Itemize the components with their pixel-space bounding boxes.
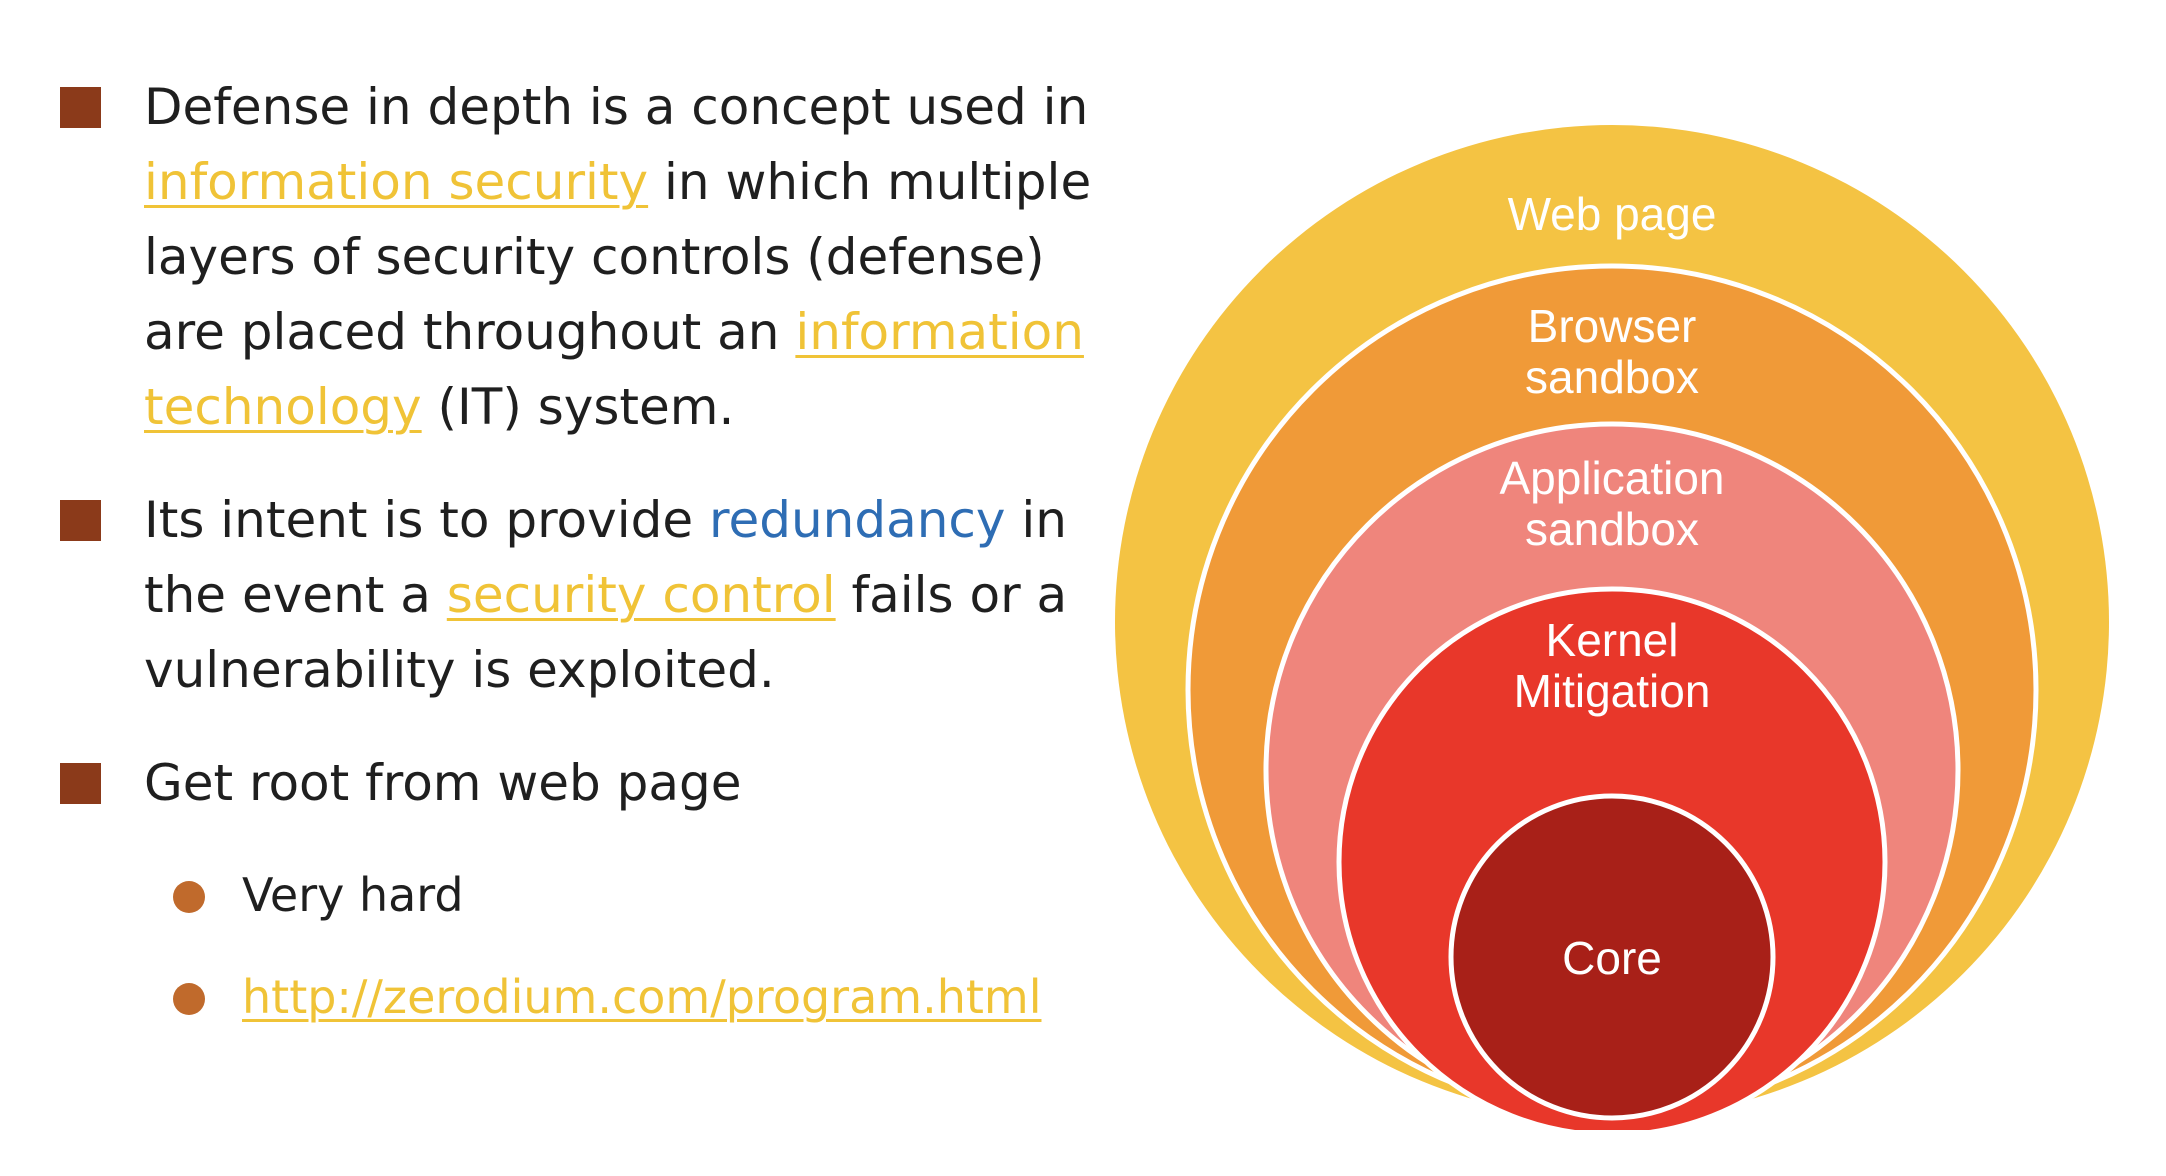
layer-label-browser-sandbox: sandbox	[1525, 351, 1699, 403]
redundancy-term: redundancy	[709, 491, 1006, 549]
bullet-defense-in-depth: Defense in depth is a concept used in in…	[60, 70, 1100, 445]
layer-label-browser-sandbox: Browser	[1528, 300, 1697, 352]
sub-bullet-text: Very hard	[242, 868, 464, 922]
layer-label-core: Core	[1562, 932, 1662, 984]
bullet-square-icon	[60, 763, 101, 804]
bullet-text: Its intent is to provide	[144, 491, 710, 549]
bullet-text: Defense in depth is a concept used in	[144, 78, 1089, 136]
layer-label-kernel-mitigation: Mitigation	[1514, 665, 1711, 717]
bullet-intent: Its intent is to provide redundancy in t…	[60, 483, 1100, 708]
bullet-get-root: Get root from web page	[60, 746, 1100, 821]
layer-label-web-page: Web page	[1508, 188, 1717, 240]
bullet-text: in which multiple layers of security con…	[144, 153, 1092, 361]
layer-label-kernel-mitigation: Kernel	[1546, 614, 1679, 666]
bullet-text: in the event a	[144, 491, 1067, 624]
layer-label-application-sandbox: Application	[1499, 452, 1724, 504]
bullet-square-icon	[60, 500, 101, 541]
layer-ring-core	[1448, 793, 1776, 1121]
information-security-link[interactable]: information security	[144, 153, 649, 211]
zerodium-link[interactable]: http://zerodium.com/program.html	[242, 970, 1042, 1024]
concentric-rings: Web pageBrowsersandboxApplicationsandbox…	[1115, 125, 2109, 1130]
bullet-text: (IT) system.	[421, 378, 735, 436]
security-control-link[interactable]: security control	[446, 566, 836, 624]
bullet-square-icon	[60, 87, 101, 128]
bullet-dot-icon	[173, 881, 205, 913]
information-technology-link[interactable]: information technology	[144, 303, 1084, 436]
sub-bullet-very-hard: Very hard	[60, 865, 1100, 925]
bullet-list: Defense in depth is a concept used in in…	[60, 70, 1100, 1027]
bullet-text: Get root from web page	[144, 754, 742, 812]
bullet-dot-icon	[173, 983, 205, 1015]
bullet-text: fails or a vulnerability is exploited.	[144, 566, 1068, 699]
sub-bullet-zerodium: http://zerodium.com/program.html	[60, 967, 1100, 1027]
layer-label-application-sandbox: sandbox	[1525, 503, 1699, 555]
